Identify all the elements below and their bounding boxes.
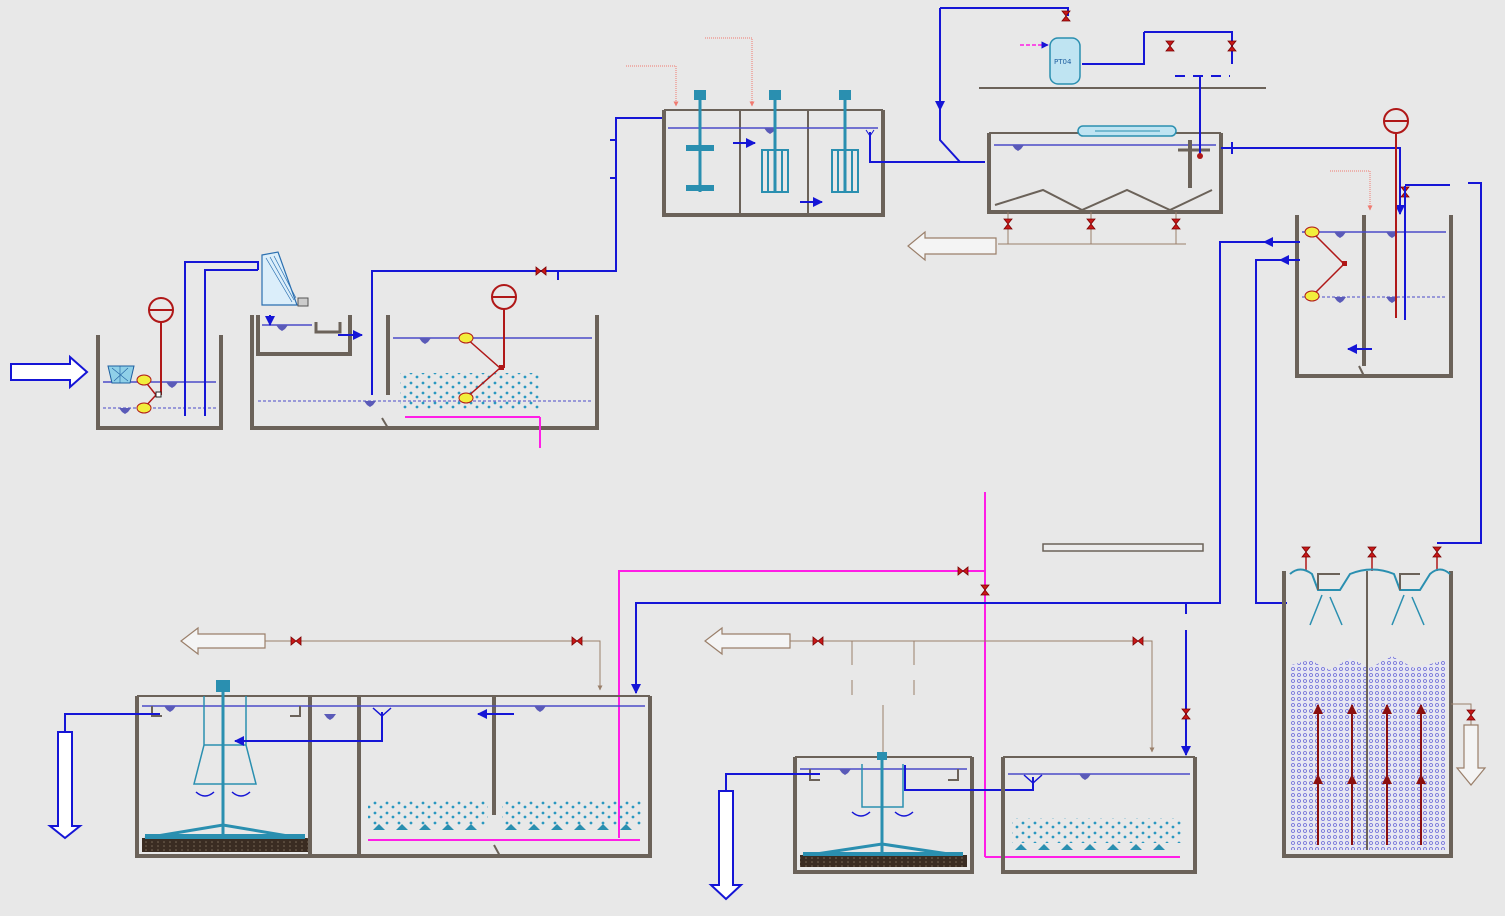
sludge-drain-valves-1	[907, 212, 1186, 262]
diffusers-row-2	[1015, 844, 1165, 850]
drum-screen-icon	[261, 251, 309, 307]
level-switch-1	[136, 297, 174, 414]
rapid-mixer-icon	[686, 90, 714, 192]
flocculator-paddle-2-icon	[831, 90, 859, 193]
aeration-tank-2	[704, 626, 1197, 874]
screening-tank	[96, 261, 259, 430]
inlet-arrow	[10, 354, 89, 390]
aeration-clarifier-tank-1	[47, 626, 652, 858]
pressure-tank-label: PT04	[1054, 58, 1072, 66]
pipe-bar	[1042, 543, 1204, 552]
pressure-tank: PT04	[979, 10, 1266, 159]
level-switch-3	[1304, 108, 1409, 318]
biofilter-tank	[1282, 546, 1487, 858]
intermediate-sump	[1186, 108, 1482, 604]
basket-screen-icon	[107, 365, 135, 384]
flocculation-tank	[626, 37, 985, 217]
level-switch-2	[458, 284, 517, 404]
equalization-tank	[250, 117, 662, 448]
dissolved-air-flotation-tank: PT04	[907, 7, 1405, 262]
flocculator-paddle-1-icon	[761, 90, 789, 193]
clarifier-tank-2	[708, 752, 1043, 901]
diffusers-row-1	[373, 824, 632, 830]
air-supply-lines	[618, 492, 1012, 858]
upflow-arrows	[1313, 704, 1426, 845]
